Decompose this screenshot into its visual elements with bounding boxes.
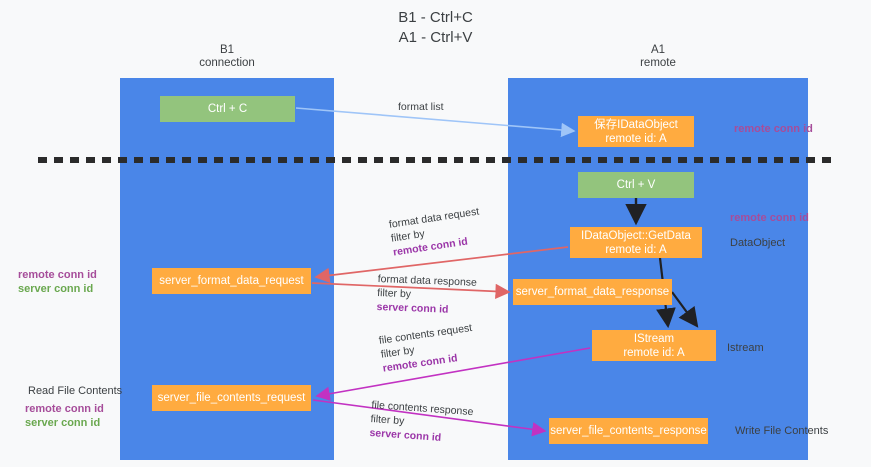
node-save-idataobject[interactable]: 保存IDataObject remote id: A bbox=[578, 116, 694, 147]
node-save-idataobject-sub: remote id: A bbox=[605, 132, 667, 145]
annotation-remote-conn-id-top: remote conn id bbox=[734, 123, 813, 135]
edge-label-file-contents-request: file contents request filter by remote c… bbox=[378, 321, 477, 376]
node-idataobject-getdata-label: IDataObject::GetData bbox=[581, 229, 691, 242]
annotation-istream: Istream bbox=[727, 342, 764, 354]
lane-b1-name: B1 bbox=[219, 44, 235, 56]
annotation-left-remote-conn-id-2: remote conn id bbox=[25, 403, 104, 415]
annotation-left-remote-conn-id: remote conn id bbox=[18, 269, 97, 281]
node-server-file-contents-response[interactable]: server_file_contents_response bbox=[549, 418, 708, 444]
lane-a1-name: A1 bbox=[650, 44, 666, 56]
title-line-2: A1 - Ctrl+V bbox=[398, 29, 473, 46]
phase-divider bbox=[38, 157, 833, 163]
edge-label-file-contents-response: file contents response filter by server … bbox=[369, 398, 474, 447]
title-line-1: B1 - Ctrl+C bbox=[398, 9, 473, 26]
node-idataobject-getdata-sub: remote id: A bbox=[605, 243, 667, 256]
edge-label-format-list-text: format list bbox=[398, 101, 444, 113]
annotation-left-server-conn-id: server conn id bbox=[18, 283, 94, 295]
node-istream-label: IStream bbox=[633, 332, 675, 345]
node-istream-sub: remote id: A bbox=[623, 346, 685, 359]
edge-label-format-data-response: format data response filter by server co… bbox=[376, 272, 477, 318]
node-server-format-data-response[interactable]: server_format_data_response bbox=[513, 279, 672, 305]
node-server-file-contents-request[interactable]: server_file_contents_request bbox=[152, 385, 311, 411]
edge-label-format-data-response-filter: filter by server conn id bbox=[376, 286, 476, 318]
edge-label-format-data-request: format data request filter by remote con… bbox=[388, 205, 484, 260]
node-ctrl-v[interactable]: Ctrl + V bbox=[578, 172, 694, 198]
node-ctrl-v-label: Ctrl + V bbox=[616, 179, 656, 191]
annotation-left-server-conn-id-2: server conn id bbox=[25, 417, 101, 429]
lane-a1-role: remote bbox=[640, 57, 676, 69]
node-save-idataobject-label: 保存IDataObject bbox=[594, 118, 678, 131]
node-idataobject-getdata[interactable]: IDataObject::GetData remote id: A bbox=[570, 227, 702, 258]
node-server-format-data-request-label: server_format_data_request bbox=[159, 275, 304, 287]
node-server-format-data-response-label: server_format_data_response bbox=[515, 286, 670, 298]
filter-key: server conn id bbox=[376, 300, 449, 316]
annotation-read-file-contents: Read File Contents bbox=[28, 385, 123, 397]
node-server-file-contents-request-label: server_file_contents_request bbox=[157, 392, 306, 404]
annotation-write-file-contents: Write File Contents bbox=[735, 425, 829, 437]
edge-label-format-list: format list bbox=[398, 100, 444, 114]
annotation-remote-conn-id-mid: remote conn id bbox=[730, 212, 809, 224]
node-ctrl-c-label: Ctrl + C bbox=[207, 103, 248, 115]
lane-b1-role: connection bbox=[199, 57, 255, 69]
diagram-title: B1 - Ctrl+C A1 - Ctrl+V bbox=[0, 8, 871, 48]
node-ctrl-c[interactable]: Ctrl + C bbox=[160, 96, 295, 122]
lane-header-a1: A1 remote bbox=[508, 44, 808, 70]
node-istream[interactable]: IStream remote id: A bbox=[592, 330, 716, 361]
node-server-file-contents-response-label: server_file_contents_response bbox=[550, 425, 707, 437]
annotation-dataobject: DataObject bbox=[730, 237, 786, 249]
annotation-left-conn-ids-top: remote conn id server conn id bbox=[18, 268, 97, 296]
lane-header-b1: B1 connection bbox=[120, 44, 334, 70]
node-server-format-data-request[interactable]: server_format_data_request bbox=[152, 268, 311, 294]
annotation-left-conn-ids-bottom: remote conn id server conn id bbox=[25, 402, 104, 430]
